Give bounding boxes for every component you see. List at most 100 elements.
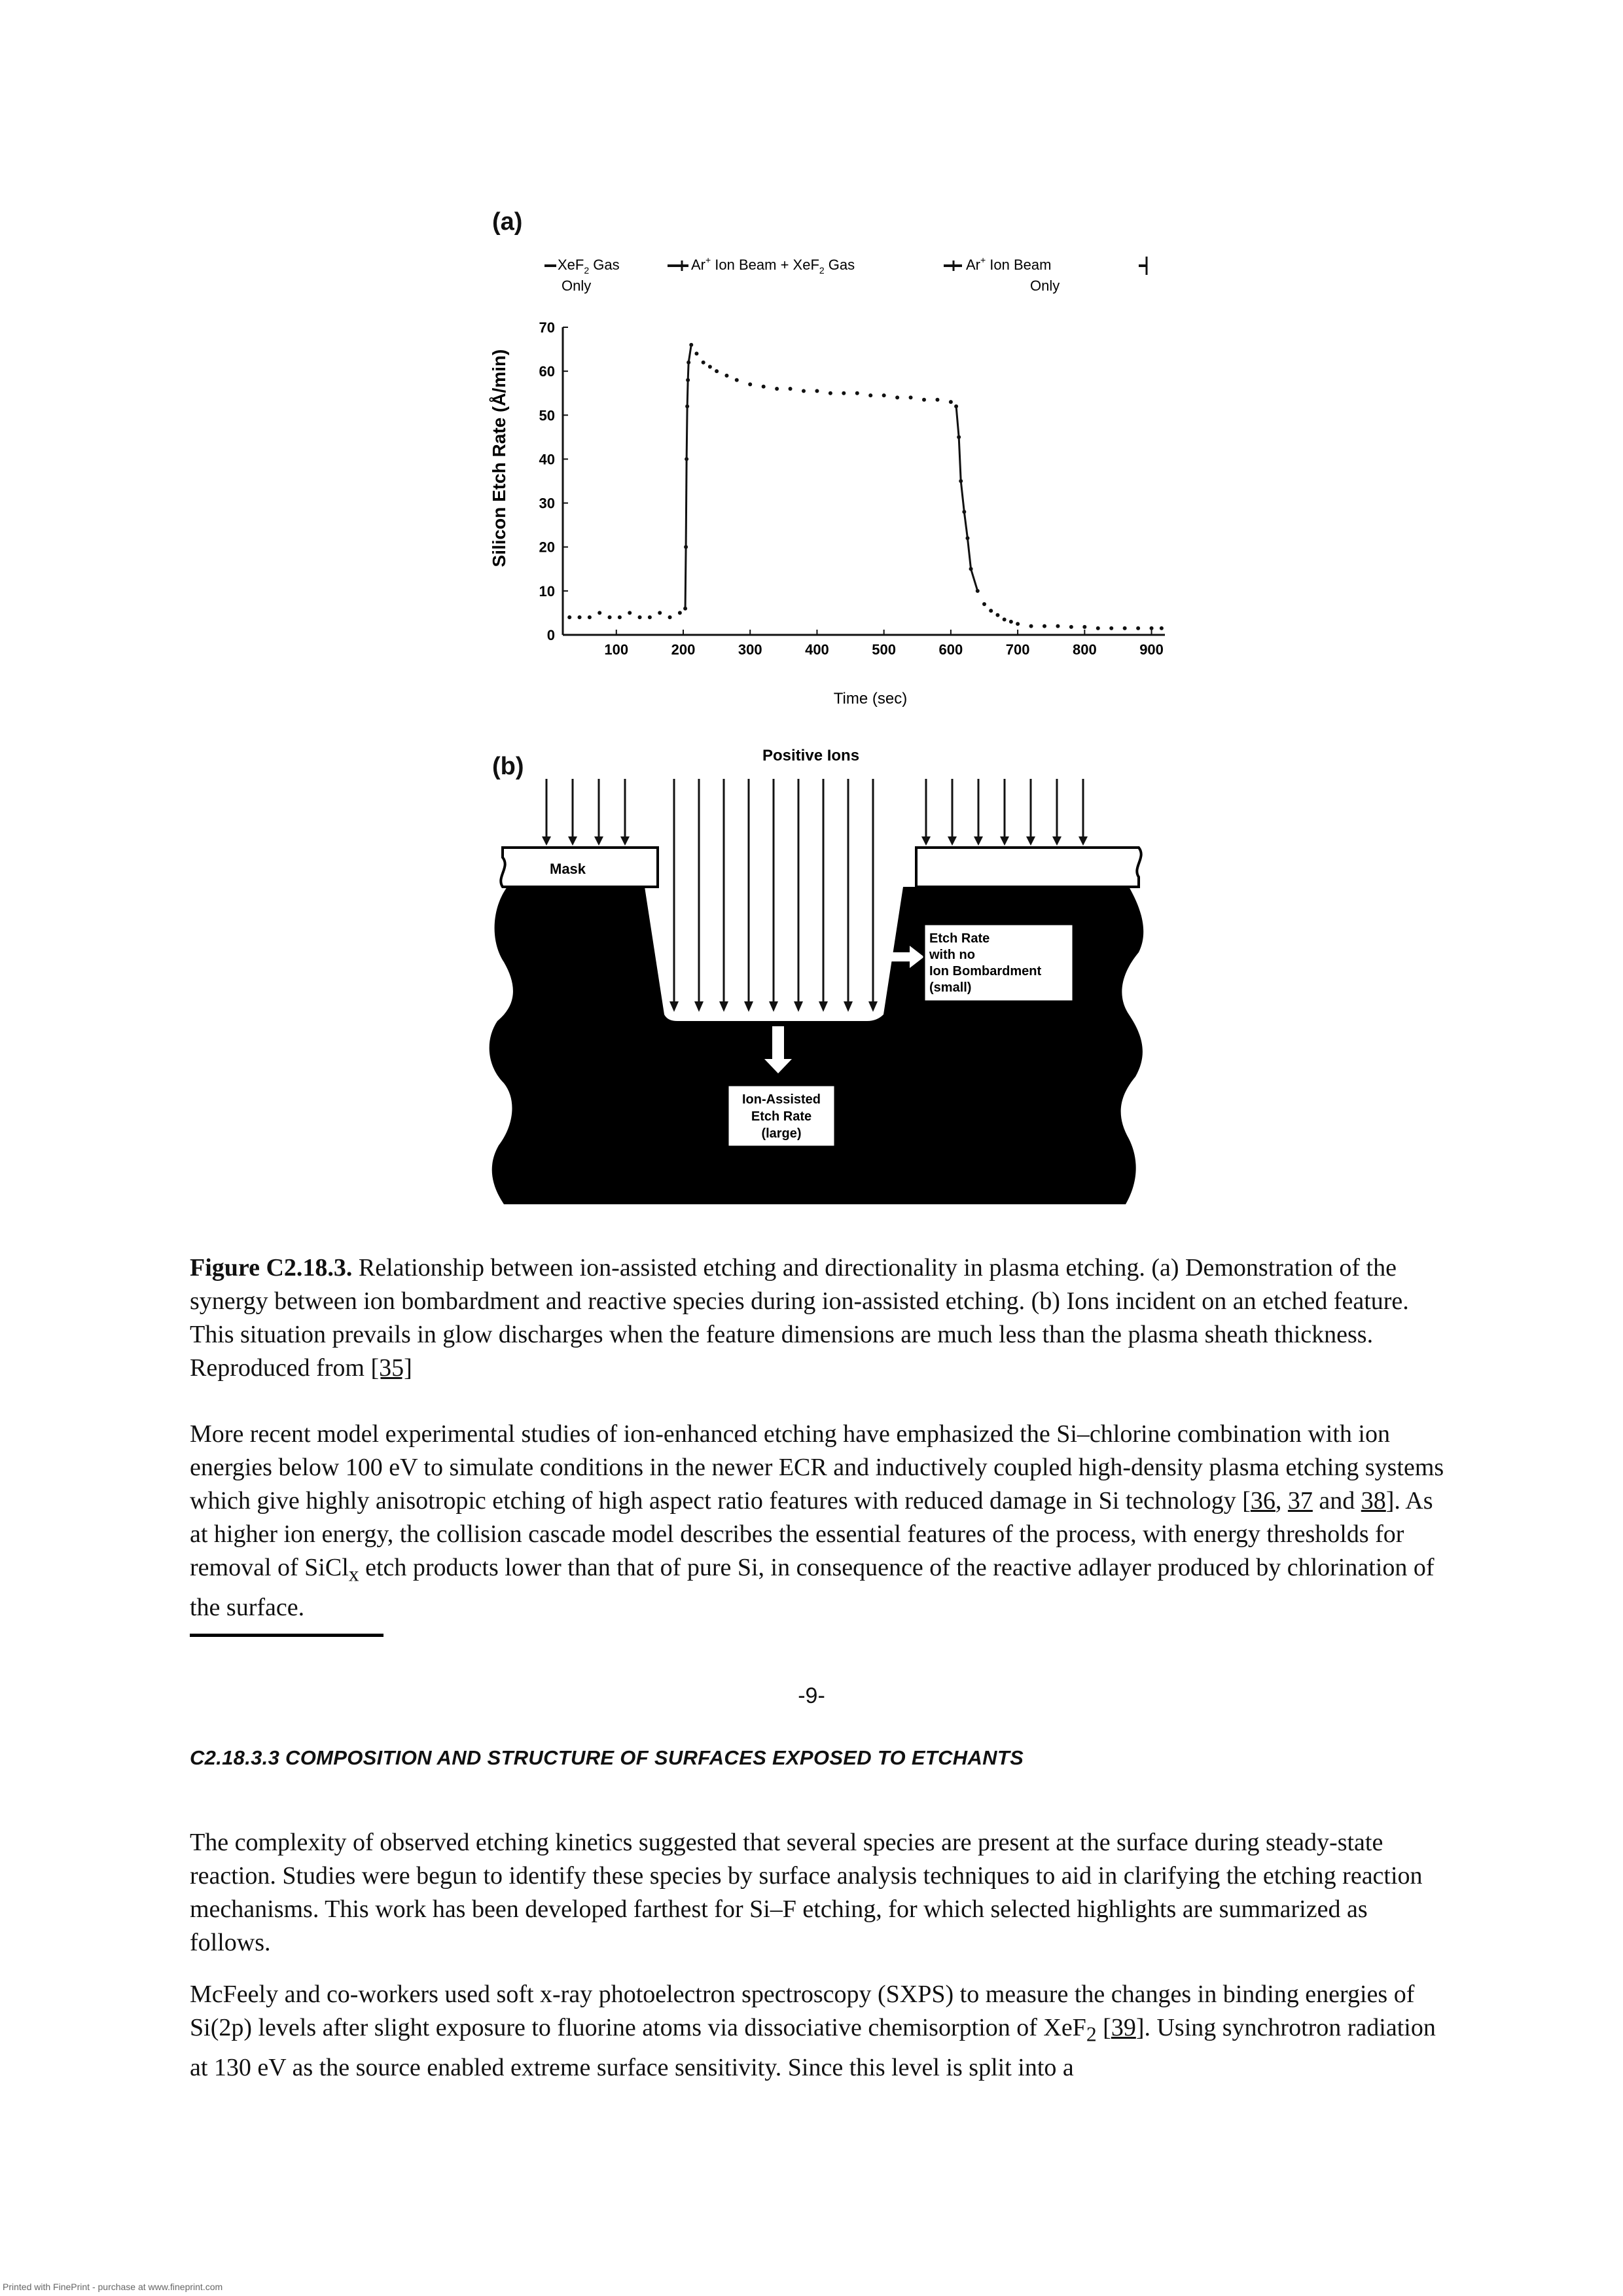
- data-point: [895, 395, 900, 400]
- data-point: [597, 611, 602, 615]
- data-point: [1008, 619, 1013, 624]
- ion-arrow-right-head: [1079, 836, 1088, 846]
- data-point: [982, 602, 986, 606]
- legend-seg3-note: Only: [1030, 278, 1060, 294]
- data-point: [922, 397, 926, 402]
- caption-ref-link[interactable]: [35]: [370, 1354, 412, 1382]
- series-line-segment: [970, 568, 979, 592]
- data-point: [989, 609, 993, 613]
- ion-arrow-trench-head: [744, 1001, 753, 1012]
- print-footer: Printed with FinePrint - purchase at www…: [3, 2282, 223, 2292]
- right-callout-line3: Ion Bombardment: [929, 964, 1041, 978]
- ion-arrow-trench-head: [868, 1001, 878, 1012]
- figure-caption: Figure C2.18.3. Relationship between ion…: [190, 1251, 1446, 1385]
- data-point: [948, 400, 953, 404]
- data-point: [1002, 617, 1007, 622]
- panel-a-label: (a): [492, 208, 523, 236]
- ion-arrow-trench-head: [694, 1001, 704, 1012]
- caption-label: Figure C2.18.3.: [190, 1254, 353, 1282]
- y-tick-label: 70: [539, 319, 555, 336]
- ref-link-39[interactable]: 39: [1111, 2014, 1136, 2041]
- data-point: [1136, 626, 1141, 630]
- paragraph-3-text: McFeely and co-workers used soft x-ray p…: [190, 1981, 1415, 2041]
- series-line-segment: [966, 538, 972, 569]
- data-point: [637, 615, 642, 620]
- series-line-segment: [957, 437, 962, 482]
- data-point: [935, 397, 940, 402]
- mask-label: Mask: [550, 861, 586, 877]
- data-point: [577, 615, 582, 620]
- data-point: [694, 351, 699, 356]
- panel-b-label: (b): [492, 753, 524, 780]
- data-point: [734, 378, 739, 382]
- positive-ions-label: Positive Ions: [762, 747, 859, 764]
- ref-bracket: [: [1096, 2014, 1111, 2041]
- data-point: [715, 369, 719, 374]
- ion-arrow-right-head: [1026, 836, 1035, 846]
- data-point: [748, 382, 753, 387]
- ion-arrow-left-head: [594, 836, 603, 846]
- bottom-callout-line1: Ion-Assisted: [742, 1092, 821, 1107]
- data-point: [1016, 622, 1020, 626]
- data-point: [701, 360, 705, 365]
- data-point: [1122, 626, 1127, 630]
- data-point: [802, 389, 806, 393]
- ref-link-37[interactable]: 37: [1287, 1487, 1313, 1515]
- diagram-b: Positive Ions Mask Etch Rate with no Ion…: [489, 747, 1144, 1204]
- data-point: [647, 615, 652, 620]
- paragraph-1-text: ]. As at higher ion energy, the collisio…: [190, 1487, 1433, 1581]
- legend-seg1: XeF2 Gas: [558, 257, 620, 276]
- paragraph-1-text: etch products lower than that of pure Si…: [190, 1554, 1435, 1621]
- legend-seg1-note: Only: [562, 278, 591, 294]
- paragraph-1-text: More recent model experimental studies o…: [190, 1420, 1444, 1515]
- y-tick-label: 20: [539, 539, 555, 556]
- bottom-arrow-head: [764, 1059, 792, 1073]
- paragraph-1: More recent model experimental studies o…: [190, 1418, 1446, 1624]
- data-point: [908, 395, 913, 400]
- paragraph-3-text: ]. Using synchrotron radiation at 130 eV…: [190, 2014, 1436, 2081]
- bottom-arrow-shaft: [772, 1026, 784, 1059]
- ref-link-36[interactable]: 36: [1250, 1487, 1275, 1515]
- data-point: [775, 387, 779, 391]
- right-callout-arrow: [890, 946, 924, 968]
- y-tick-label: 40: [539, 451, 555, 467]
- ion-arrow-trench-head: [719, 1001, 728, 1012]
- x-tick-label: 100: [604, 641, 628, 658]
- data-point: [724, 373, 729, 378]
- bottom-callout-line3: (large): [761, 1126, 801, 1141]
- data-point: [567, 615, 572, 620]
- y-tick-label: 10: [539, 583, 555, 600]
- y-tick-label: 50: [539, 407, 555, 423]
- right-callout-line4: (small): [929, 980, 971, 995]
- data-point: [995, 613, 1000, 617]
- legend-bracket: XeF2 Gas Only Ar+ Ion Beam + XeF2 Gas Ar…: [544, 250, 1148, 294]
- ref-link-38[interactable]: 38: [1361, 1487, 1386, 1515]
- x-tick-label: 200: [671, 641, 696, 658]
- data-point: [1082, 624, 1087, 629]
- data-point: [1029, 624, 1033, 628]
- data-point: [1069, 624, 1073, 629]
- subscript-x: x: [348, 1562, 359, 1586]
- x-tick-label: 500: [872, 641, 896, 658]
- series-line-segment: [685, 459, 688, 547]
- data-point: [617, 615, 622, 620]
- data-point: [628, 611, 632, 615]
- data-point: [1149, 626, 1154, 630]
- y-tick-label: 60: [539, 363, 555, 380]
- data-point: [658, 611, 662, 615]
- data-point: [882, 393, 886, 398]
- ion-arrow-right-head: [1052, 836, 1061, 846]
- series-line-segment: [686, 380, 689, 406]
- page-number: -9-: [798, 1683, 825, 1708]
- caption-text: Relationship between ion-assisted etchin…: [190, 1254, 1409, 1382]
- right-callout-box: [923, 923, 1075, 1003]
- footnote-rule: [190, 1634, 383, 1637]
- data-point: [707, 365, 712, 369]
- data-point: [828, 391, 832, 395]
- ion-arrow-right-head: [974, 836, 983, 846]
- ion-arrow-right-head: [921, 836, 931, 846]
- ion-arrow-trench-head: [844, 1001, 853, 1012]
- ion-arrow-left-head: [568, 836, 577, 846]
- data-point: [1056, 624, 1060, 628]
- data-point: [868, 393, 873, 398]
